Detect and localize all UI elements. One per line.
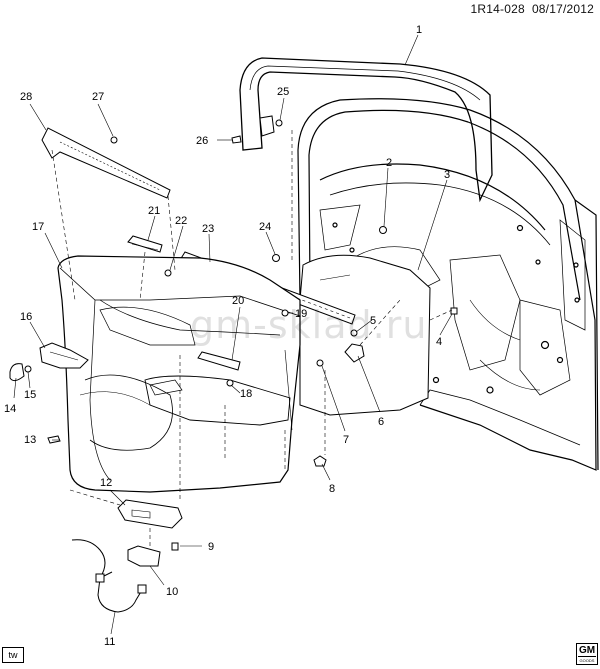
callout-23: 23	[202, 223, 214, 235]
part-1-window-molding	[239, 57, 493, 203]
callout-labels: 1 2 3 4 5 6 7 8 9 10 11 12 13 14 15 16 1…	[4, 24, 450, 648]
part-17-door-trim-panel	[57, 255, 301, 493]
callout-25: 25	[277, 86, 289, 98]
gm-logo: GM GOODS	[576, 643, 598, 665]
callout-7: 7	[343, 434, 349, 446]
part-2-clip	[379, 226, 387, 234]
diagram-header: 1R14-028 08/17/2012	[471, 2, 594, 16]
callout-20: 20	[232, 295, 244, 307]
callout-27: 27	[92, 91, 104, 103]
part-7-bolt	[316, 359, 324, 367]
part-10-window-switch	[127, 545, 161, 567]
callout-1: 1	[416, 24, 422, 36]
callout-8: 8	[329, 483, 335, 495]
part-25-clip	[275, 119, 283, 127]
callout-11: 11	[104, 636, 115, 648]
part-21-pad	[127, 235, 163, 253]
document-date: 08/17/2012	[531, 2, 594, 16]
callout-2: 2	[386, 157, 392, 169]
part-20-pull-handle	[197, 351, 241, 371]
callout-4: 4	[436, 336, 442, 348]
part-22-screw	[164, 269, 172, 277]
part-27-screw	[110, 136, 118, 144]
callout-28: 28	[20, 91, 32, 103]
callout-15: 15	[24, 389, 36, 401]
part-4-clip	[450, 307, 458, 315]
part-11-wire-harness	[71, 539, 147, 613]
part-13-clip	[47, 435, 61, 444]
callout-10: 10	[166, 586, 178, 598]
callout-19: 19	[295, 308, 307, 320]
gm-logo-subtext: GOODS	[579, 657, 595, 663]
alignment-lines	[51, 130, 453, 548]
callout-6: 6	[378, 416, 384, 428]
part-26-screw	[231, 135, 242, 144]
part-28-garnish-strip	[41, 127, 171, 199]
callout-21: 21	[148, 205, 160, 217]
tw-orientation-box: tw	[2, 647, 24, 663]
callout-26: 26	[196, 135, 208, 147]
part-12-switch-bezel	[117, 499, 183, 529]
callout-18: 18	[240, 388, 252, 400]
part-6-bracket	[344, 343, 365, 363]
gm-logo-text: GM	[577, 644, 597, 657]
callout-9: 9	[208, 541, 214, 553]
door-frame	[297, 98, 599, 471]
callout-5: 5	[370, 315, 376, 327]
part-3-water-deflector	[299, 254, 431, 416]
callout-13: 13	[24, 434, 36, 446]
callout-12: 12	[100, 477, 112, 489]
part-15-screw	[24, 365, 32, 373]
part-14-handle-bezel	[9, 363, 25, 382]
part-5-nut	[350, 329, 358, 337]
callout-3: 3	[444, 169, 450, 181]
part-18-screw	[226, 379, 234, 387]
part-8-bolt	[313, 455, 327, 467]
leader-lines	[13, 34, 453, 635]
part-24-screw	[272, 254, 280, 262]
callout-14: 14	[4, 403, 16, 415]
watermark-text: gm-sklad.ru	[190, 303, 427, 347]
callout-16: 16	[20, 311, 32, 323]
callout-17: 17	[32, 221, 44, 233]
callout-24: 24	[259, 221, 271, 233]
callout-22: 22	[175, 215, 187, 227]
document-id: 1R14-028	[470, 2, 525, 16]
part-9-clip	[171, 542, 179, 551]
part-16-inside-handle	[39, 342, 89, 369]
